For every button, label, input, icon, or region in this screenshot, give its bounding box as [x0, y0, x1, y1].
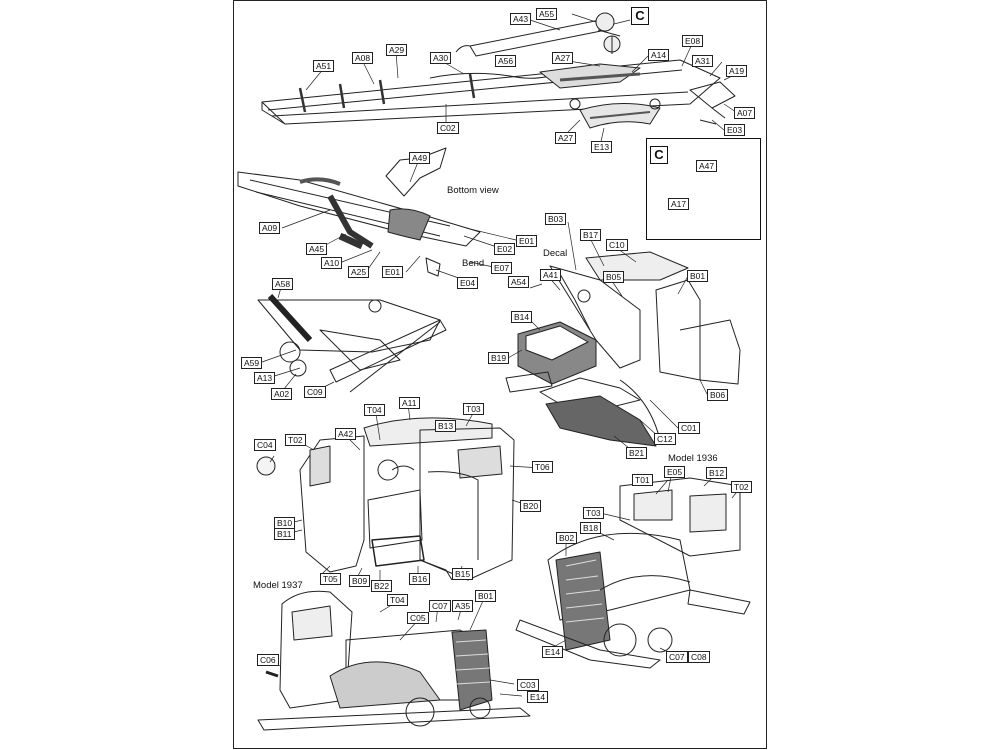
- callout-b14: B14: [511, 311, 533, 323]
- callout-a58: A58: [272, 278, 294, 290]
- callout-a07: A07: [734, 107, 756, 119]
- callout-t01: T01: [632, 474, 653, 486]
- callout-c04: C04: [254, 439, 276, 451]
- callout-e07: E07: [491, 262, 513, 274]
- callout-a17: A17: [668, 198, 690, 210]
- callout-c07: C07: [666, 651, 688, 663]
- callout-e05: E05: [664, 466, 686, 478]
- callout-a31: A31: [692, 55, 714, 67]
- callout-a51: A51: [313, 60, 335, 72]
- callout-e14: E14: [542, 646, 564, 658]
- callout-c01: C01: [678, 422, 700, 434]
- callout-c07-1937: C07: [429, 600, 451, 612]
- callout-t03-1936: T03: [583, 507, 604, 519]
- callout-t03: T03: [463, 403, 484, 415]
- callout-b05: B05: [603, 271, 625, 283]
- callout-a42: A42: [335, 428, 357, 440]
- note-bend: Bend: [462, 258, 485, 269]
- callout-e02: E02: [494, 243, 516, 255]
- callout-a10: A10: [321, 257, 343, 269]
- callout-e03: E03: [724, 124, 746, 136]
- callout-a25: A25: [348, 266, 370, 278]
- callout-t05: T05: [320, 573, 341, 585]
- callout-a09: A09: [259, 222, 281, 234]
- callout-a13: A13: [254, 372, 276, 384]
- callout-a59: A59: [241, 357, 263, 369]
- callout-a02: A02: [271, 388, 293, 400]
- callout-b13: B13: [435, 420, 457, 432]
- chassis-frame-drawing: [261, 59, 736, 129]
- callout-a35: A35: [452, 600, 474, 612]
- callout-b22: B22: [371, 580, 393, 592]
- callout-a55: A55: [536, 8, 558, 20]
- callout-e04: E04: [457, 277, 479, 289]
- cab-interior-drawing: [505, 251, 741, 447]
- note-decal: Decal: [543, 248, 568, 259]
- model-1936-drawing: [515, 477, 751, 669]
- callout-b11: B11: [274, 528, 295, 540]
- callout-a45: A45: [306, 243, 328, 255]
- callout-e01: E01: [516, 235, 538, 247]
- torque-tube-drawing: [455, 12, 621, 57]
- callout-c03: C03: [517, 679, 539, 691]
- inset-marker-c: C: [650, 146, 668, 164]
- callout-a54: A54: [508, 276, 530, 288]
- callout-a49: A49: [409, 152, 431, 164]
- callout-a27-lower: A27: [555, 132, 577, 144]
- model-1937-title: Model 1937: [253, 580, 303, 591]
- callout-a47: A47: [696, 160, 718, 172]
- callout-a29: A29: [386, 44, 408, 56]
- callout-b17: B17: [580, 229, 602, 241]
- callout-c05: C05: [407, 612, 429, 624]
- callout-a41: A41: [540, 269, 562, 281]
- callout-a11: A11: [399, 397, 420, 409]
- callout-a19: A19: [726, 65, 748, 77]
- callout-t06: T06: [532, 461, 553, 473]
- callout-c02: C02: [437, 122, 459, 134]
- callout-b09: B09: [349, 575, 371, 587]
- bottom-view-drawing: [237, 147, 481, 277]
- callout-e14-1937: E14: [527, 691, 549, 703]
- callout-b15: B15: [452, 568, 474, 580]
- callout-a27: A27: [552, 52, 574, 64]
- callout-b02: B02: [556, 532, 578, 544]
- callout-c09: C09: [304, 386, 326, 398]
- callout-a30: A30: [430, 52, 452, 64]
- callout-b01: B01: [687, 270, 709, 282]
- front-suspension-drawing: [257, 293, 447, 393]
- callout-t04: T04: [364, 404, 385, 416]
- callout-b06: B06: [707, 389, 729, 401]
- callout-b20: B20: [520, 500, 542, 512]
- callout-t02-1936: T02: [731, 481, 752, 493]
- callout-b16: B16: [409, 573, 431, 585]
- model-1936-title: Model 1936: [668, 453, 718, 464]
- callout-c08: C08: [688, 651, 710, 663]
- callout-b21: B21: [626, 447, 648, 459]
- subassembly-marker-c: C: [631, 7, 649, 25]
- callout-c10: C10: [606, 239, 628, 251]
- callout-a14: A14: [648, 49, 670, 61]
- callout-b12: B12: [706, 467, 728, 479]
- callout-b18: B18: [580, 522, 602, 534]
- callout-a56: A56: [495, 55, 517, 67]
- callout-c06: C06: [257, 654, 279, 666]
- callout-a43: A43: [510, 13, 532, 25]
- callout-e08: E08: [682, 35, 704, 47]
- callout-e01-lower: E01: [382, 266, 404, 278]
- callout-e13: E13: [591, 141, 613, 153]
- callout-t02: T02: [285, 434, 306, 446]
- callout-t04-1937: T04: [387, 594, 408, 606]
- callout-c12: C12: [654, 433, 676, 445]
- callout-b03: B03: [545, 213, 567, 225]
- callout-b19: B19: [488, 352, 510, 364]
- callout-a08: A08: [352, 52, 374, 64]
- model-1937-drawing: [257, 590, 531, 731]
- note-bottom-view: Bottom view: [447, 185, 499, 196]
- callout-b01-1937: B01: [475, 590, 497, 602]
